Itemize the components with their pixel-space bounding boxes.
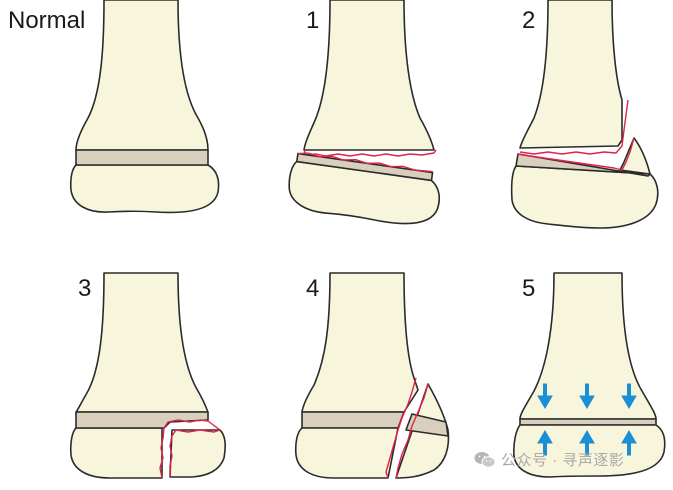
growth-plate: [75, 411, 209, 429]
panel-type-2: [510, 0, 659, 229]
growth-plate: [75, 149, 209, 166]
panel-label-4: 4: [306, 275, 320, 302]
fracture-line: [297, 152, 433, 173]
growth-plate-compressed: [519, 418, 657, 426]
compression-arrows-up: [537, 430, 637, 456]
fracture-line: [519, 99, 629, 155]
wechat-icon: [474, 451, 496, 468]
panel-type-4: [294, 272, 450, 479]
panel-label-1: 1: [306, 7, 320, 34]
panel-type-5: [513, 272, 666, 478]
watermark-text: 公众号 · 寻声逐影: [501, 452, 625, 469]
epiphysis-fragment: [169, 429, 226, 478]
fracture-line: [385, 377, 417, 479]
bone-shaft: [519, 0, 623, 149]
panel-type-3: [69, 272, 226, 479]
epiphysis: [510, 165, 659, 229]
growth-plate-fragment: [405, 413, 449, 437]
watermark: 公众号 · 寻声逐影: [474, 449, 624, 470]
panel-type-1: [288, 0, 441, 225]
fracture-line: [517, 137, 635, 171]
fracture-line: [159, 419, 221, 479]
fracture-line: [395, 383, 429, 479]
bone-shaft: [75, 272, 209, 413]
epiphysis-left: [69, 427, 163, 479]
fracture-line: [303, 149, 437, 157]
epiphysis-left: [294, 427, 399, 479]
panel-label-normal: Normal: [8, 7, 86, 34]
growth-plate: [301, 411, 405, 429]
panel-label-2: 2: [522, 7, 536, 34]
bone-shaft: [301, 272, 419, 413]
metaphyseal-fragment: [619, 137, 651, 175]
panel-label-3: 3: [78, 275, 92, 302]
bone-shaft: [303, 0, 435, 151]
panel-label-5: 5: [522, 275, 536, 302]
epiphysis: [69, 164, 220, 214]
bone-shaft: [75, 0, 209, 151]
compression-arrows-down: [537, 383, 637, 409]
panel-normal: [69, 0, 220, 214]
